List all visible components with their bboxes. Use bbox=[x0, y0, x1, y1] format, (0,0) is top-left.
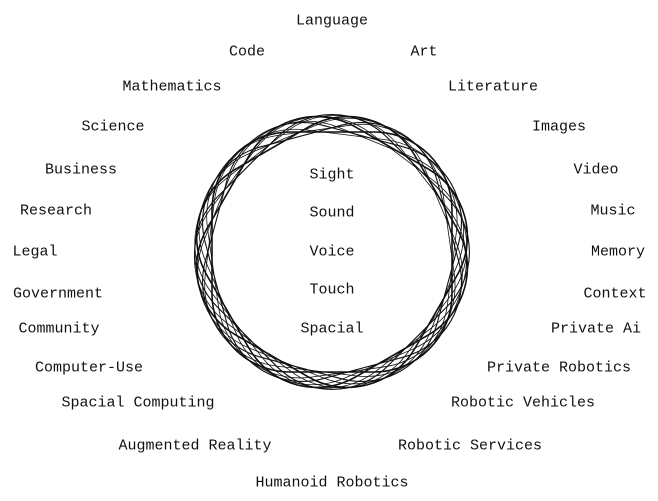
ring-loop bbox=[195, 115, 469, 389]
center-item-spacial: Spacial bbox=[300, 320, 364, 338]
outer-label-science: Science bbox=[81, 118, 145, 136]
ring-loop-echo bbox=[197, 120, 465, 385]
ring-loop-echo bbox=[194, 115, 467, 389]
outer-label-literature: Literature bbox=[447, 78, 539, 96]
ring-loop-echo bbox=[198, 117, 463, 386]
outer-label-computer-use: Computer-Use bbox=[34, 359, 144, 377]
outer-label-legal: Legal bbox=[12, 243, 58, 261]
outer-label-government: Government bbox=[12, 285, 104, 303]
ring-loop bbox=[211, 131, 453, 373]
outer-label-mathematics: Mathematics bbox=[122, 78, 222, 96]
ring-loop-echo bbox=[204, 128, 458, 377]
ring-loop-echo bbox=[206, 123, 456, 379]
outer-label-robotic-vehicles: Robotic Vehicles bbox=[450, 394, 596, 412]
center-item-sight: Sight bbox=[309, 166, 355, 184]
outer-label-robotic-services: Robotic Services bbox=[397, 437, 543, 455]
outer-label-humanoid-robotics: Humanoid Robotics bbox=[255, 474, 409, 492]
outer-label-private-robotics: Private Robotics bbox=[486, 359, 632, 377]
outer-label-augmented-reality: Augmented Reality bbox=[118, 437, 272, 455]
ring-loop bbox=[202, 122, 462, 382]
ring-loop bbox=[195, 115, 469, 389]
center-item-voice: Voice bbox=[309, 243, 355, 261]
outer-label-art: Art bbox=[410, 43, 438, 61]
outer-label-code: Code bbox=[228, 43, 266, 61]
ring-loop-echo bbox=[193, 116, 468, 389]
outer-label-community: Community bbox=[18, 320, 100, 338]
outer-label-memory: Memory bbox=[590, 243, 646, 261]
outer-label-images: Images bbox=[531, 118, 587, 136]
center-item-touch: Touch bbox=[309, 281, 355, 299]
ring-loop bbox=[202, 122, 462, 382]
outer-label-private-ai: Private Ai bbox=[550, 320, 642, 338]
center-item-sound: Sound bbox=[309, 204, 355, 222]
ring-loop bbox=[194, 114, 470, 390]
outer-label-music: Music bbox=[590, 202, 636, 220]
outer-label-context: Context bbox=[583, 285, 647, 303]
outer-label-language: Language bbox=[295, 12, 369, 30]
outer-label-video: Video bbox=[573, 161, 619, 179]
outer-label-research: Research bbox=[19, 202, 93, 220]
outer-label-business: Business bbox=[44, 161, 118, 179]
outer-label-spacial-computing: Spacial Computing bbox=[61, 394, 215, 412]
